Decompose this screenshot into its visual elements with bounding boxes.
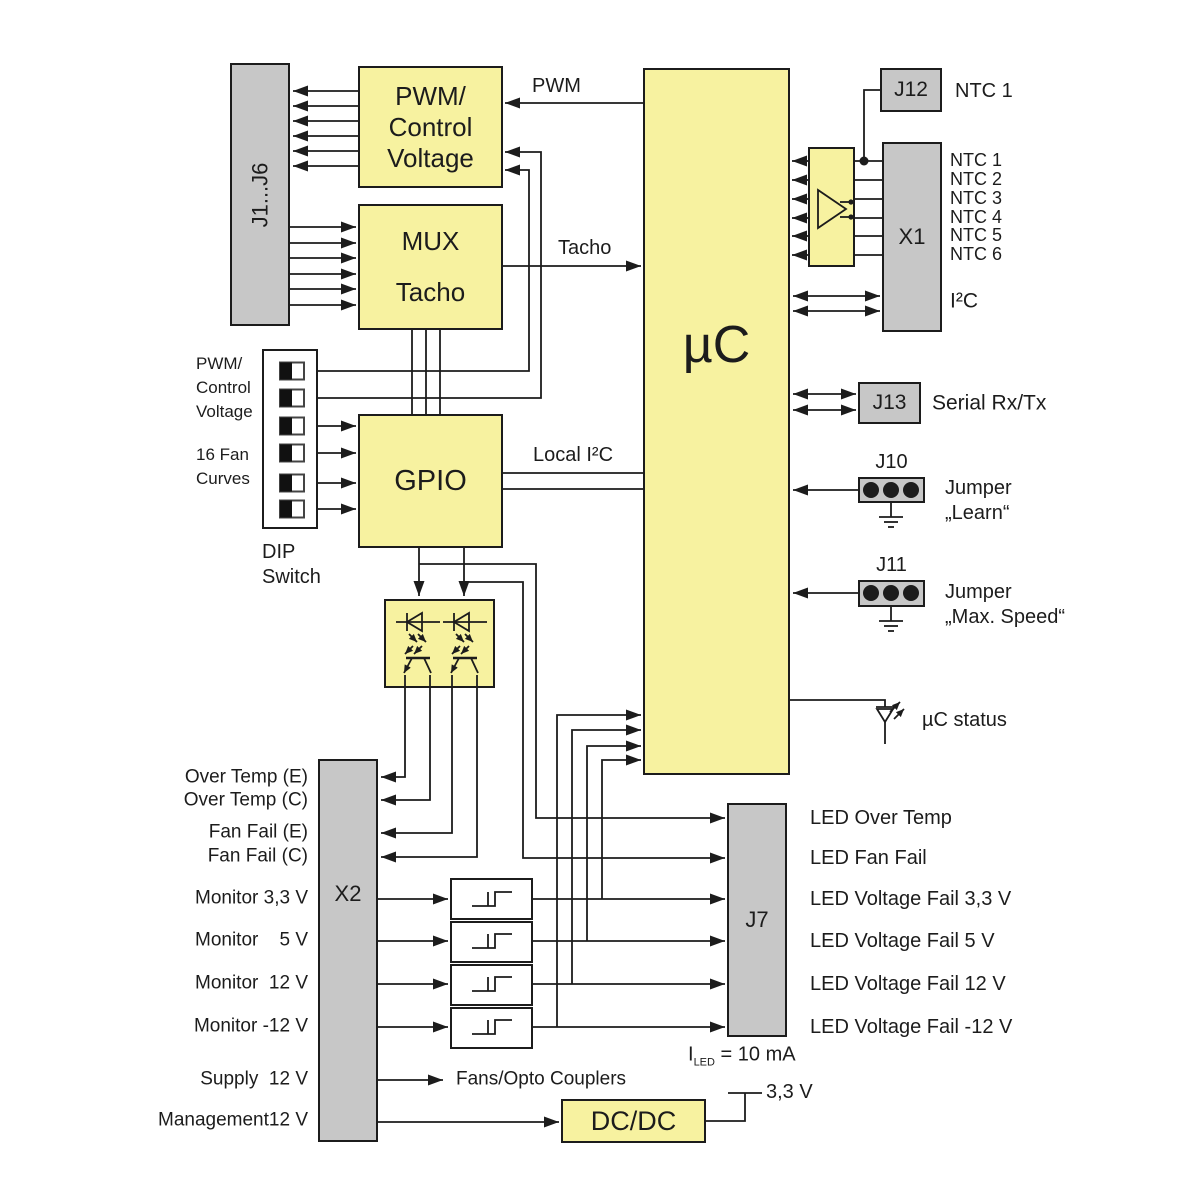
connector-j13: J13 <box>858 382 921 424</box>
x2-pin-monitor-3v3: Monitor 3,3 V <box>195 887 308 909</box>
dc-dc-label: DC/DC <box>590 1105 677 1136</box>
pwm-wire-label: PWM <box>532 75 581 97</box>
3v3-rail-label: 3,3 V <box>766 1081 813 1103</box>
microcontroller-label: µC <box>682 316 751 374</box>
j11-label: J11 <box>876 554 907 576</box>
connector-x1: X1 <box>882 142 942 332</box>
dip-label-16-fan-curves: 16 Fan Curves <box>196 445 250 488</box>
j7-label: J7 <box>745 907 769 932</box>
j10-label: J10 <box>875 451 908 473</box>
j7-pin-led-fan-fail: LED Fan Fail <box>810 847 927 869</box>
i2c-wire-label: I²C <box>950 289 978 313</box>
j7-pin-led-vfail-3v3: LED Voltage Fail 3,3 V <box>810 888 1012 910</box>
x1-pin-ntc2: NTC 2 <box>950 169 1003 190</box>
serial-rx-tx-label: Serial Rx/Tx <box>932 391 1047 415</box>
j12-ntc1-label: NTC 1 <box>955 80 1013 102</box>
dip-switch-caption: DIP Switch <box>262 541 321 588</box>
uc-status-label: µC status <box>922 709 1007 731</box>
connector-j7: J7 <box>727 803 787 1037</box>
jumper-learn-label: Jumper „Learn“ <box>945 477 1012 524</box>
gpio-label: GPIO <box>394 464 467 497</box>
j12-label: J12 <box>894 78 928 101</box>
x1-pin-ntc3: NTC 3 <box>950 188 1003 209</box>
x2-pin-monitor-neg12v: Monitor -12 V <box>193 1015 308 1037</box>
j13-label: J13 <box>872 391 907 414</box>
x1-pin-ntc5: NTC 5 <box>950 225 1003 246</box>
connector-block-j1-j6: J1...J6 <box>230 63 290 326</box>
x2-pin-supply-12v: Supply 12 V <box>200 1068 308 1090</box>
i-led-current-label: ILED = 10 mA <box>688 1043 796 1069</box>
tacho-wire-label: Tacho <box>558 237 612 259</box>
x2-pin-over-temp-e: Over Temp (E) <box>184 766 308 788</box>
x2-pin-management-12v: Management12 V <box>158 1109 308 1131</box>
x2-label: X2 <box>334 881 362 906</box>
fans-opto-couplers-label: Fans/Opto Couplers <box>456 1068 627 1090</box>
j7-pin-led-vfail-5v: LED Voltage Fail 5 V <box>810 930 995 952</box>
x1-pin-ntc1: NTC 1 <box>950 150 1003 171</box>
x2-pin-monitor-12v: Monitor 12 V <box>195 972 308 994</box>
x2-pin-over-temp-c: Over Temp (C) <box>183 789 308 811</box>
x2-pin-fan-fail-e: Fan Fail (E) <box>208 821 308 843</box>
x2-pin-monitor-5v: Monitor 5 V <box>195 929 308 951</box>
j7-pin-led-vfail-12v: LED Voltage Fail 12 V <box>810 973 1006 995</box>
j7-pin-led-over-temp: LED Over Temp <box>810 807 952 829</box>
dip-label-pwm-control: PWM/ Control Voltage <box>196 354 253 421</box>
j7-pin-led-vfail-neg12v: LED Voltage Fail -12 V <box>810 1016 1013 1038</box>
gpio-block: GPIO <box>358 414 503 548</box>
dc-dc-block: DC/DC <box>561 1099 706 1143</box>
connector-x2: X2 <box>318 759 378 1142</box>
x2-pin-fan-fail-c: Fan Fail (C) <box>207 845 308 867</box>
x1-pin-ntc6: NTC 6 <box>950 244 1003 265</box>
connector-j12: J12 <box>880 68 942 112</box>
local-i2c-wire-label: Local I²C <box>533 444 614 466</box>
jumper-max-speed-label: Jumper „Max. Speed“ <box>945 581 1066 628</box>
x1-label: X1 <box>898 224 926 249</box>
x1-pin-ntc4: NTC 4 <box>950 207 1003 228</box>
